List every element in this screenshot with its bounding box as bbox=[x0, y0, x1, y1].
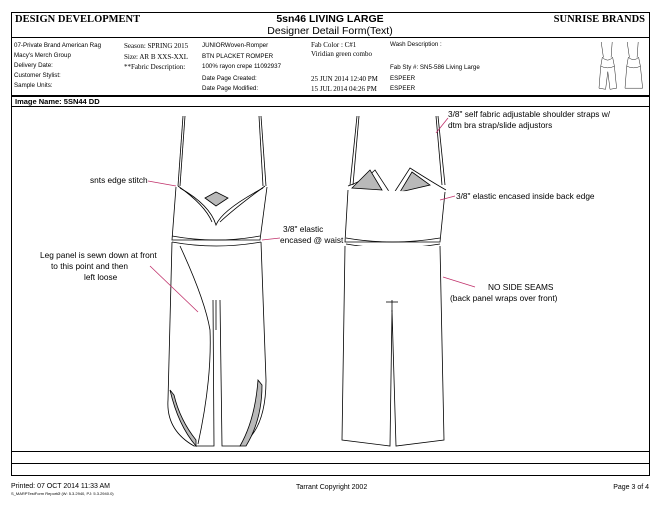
note-leg-panel-2: to this point and then bbox=[51, 261, 129, 271]
modified-value: 15 JUL 2014 04:26 PM bbox=[311, 85, 377, 93]
fab-style-number: Fab Sty #: SN5-586 Living Large bbox=[390, 64, 480, 71]
annotation-lines bbox=[147, 117, 476, 313]
blank-row-1 bbox=[11, 452, 650, 464]
fabric-description: 100% rayon crepe 11092937 bbox=[202, 63, 282, 70]
style-title: 5sn46 LIVING LARGE bbox=[276, 13, 384, 25]
info-col-1: 07-Private Brand American Rag Macy's Mer… bbox=[14, 41, 101, 91]
info-section bbox=[11, 38, 650, 96]
brand-line: 07-Private Brand American Rag bbox=[14, 42, 102, 49]
note-elastic-waist-2: encased @ waist bbox=[280, 235, 344, 245]
printed-date: Printed: 07 OCT 2014 11:33 AM bbox=[11, 483, 110, 490]
header-bar bbox=[11, 12, 650, 38]
note-leg-panel-1: Leg panel is sewn down at front bbox=[40, 250, 157, 260]
style-line-1: JUNIORWoven-Romper bbox=[202, 42, 269, 49]
modified-by: ESPEER bbox=[390, 85, 416, 92]
note-straps-1: 3/8" self fabric adjustable shoulder str… bbox=[448, 109, 611, 119]
style-line-2: BTN PLACKET ROMPER bbox=[202, 53, 274, 60]
delivery-date-label: Delivery Date: bbox=[14, 62, 53, 69]
created-label: Date Page Created: bbox=[202, 75, 257, 82]
sample-units-label: Sample Units: bbox=[14, 82, 53, 89]
company-name: SUNRISE BRANDS bbox=[553, 14, 645, 25]
fabric-description-label: **Fabric Description: bbox=[124, 63, 186, 71]
page-number: Page 3 of 4 bbox=[613, 484, 649, 491]
created-value: 25 JUN 2014 12:40 PM bbox=[311, 75, 378, 83]
fab-color-value: Viridian green combo bbox=[311, 50, 373, 58]
season: Season: SPRING 2015 bbox=[124, 42, 189, 50]
copyright: Tarrant Copyright 2002 bbox=[296, 484, 368, 491]
note-side-seams-1: NO SIDE SEAMS bbox=[488, 282, 554, 292]
back-view-sketch bbox=[341, 115, 447, 447]
note-straps-2: dtm bra strap/slide adjustors bbox=[448, 120, 553, 130]
merch-group: Macy's Merch Group bbox=[14, 52, 71, 59]
form-subtitle: Designer Detail Form(Text) bbox=[267, 25, 393, 37]
wash-description-label: Wash Description : bbox=[390, 41, 442, 48]
note-edge-stitch: snts edge stitch bbox=[90, 175, 148, 185]
note-side-seams-2: (back panel wraps over front) bbox=[450, 293, 558, 303]
modified-label: Date Page Modified: bbox=[202, 85, 259, 92]
fab-color-label: Fab Color : C#1 bbox=[311, 41, 357, 49]
customer-stylist-label: Customer Stylist: bbox=[14, 72, 61, 79]
blank-row-2 bbox=[11, 464, 650, 476]
front-view-sketch bbox=[167, 115, 268, 448]
created-by: ESPEER bbox=[390, 75, 416, 82]
report-id: S_MARPTestForm ReportØ (W: 5.3.2940, PJ:… bbox=[11, 491, 114, 496]
size-range: Size: AR B XXS-XXL bbox=[124, 53, 188, 61]
note-back-edge: 3/8" elastic encased inside back edge bbox=[456, 191, 595, 201]
image-name-row: Image Name: 5SN44 DD bbox=[11, 96, 650, 107]
department-title: DESIGN DEVELOPMENT bbox=[15, 14, 141, 25]
note-leg-panel-3: left loose bbox=[84, 272, 118, 282]
note-elastic-waist-1: 3/8" elastic bbox=[283, 224, 324, 234]
sketch-area bbox=[11, 106, 650, 452]
